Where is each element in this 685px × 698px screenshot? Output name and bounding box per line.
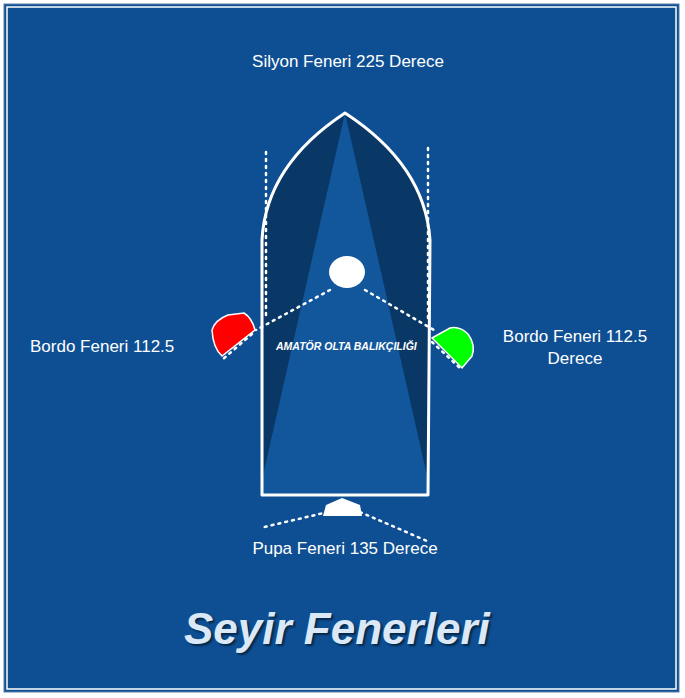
- boat-name: AMATÖR OLTA BALIKÇILIĞI: [276, 340, 417, 353]
- starboard-sector-shade: [345, 113, 430, 480]
- port-light-label: Bordo Feneri 112.5: [30, 336, 210, 358]
- masthead-light-label: Silyon Feneri 225 Derece: [248, 51, 448, 73]
- port-light: [212, 313, 255, 356]
- panel-frame: [7, 7, 676, 689]
- sector-lines: [222, 148, 462, 541]
- port-sector-shade: [262, 113, 345, 480]
- stern-light: [323, 498, 362, 516]
- hull-outline: [262, 113, 430, 495]
- starboard-light: [432, 328, 473, 368]
- diagram-title: Seyir Fenerleri: [184, 604, 490, 654]
- hull-fill: [262, 113, 430, 495]
- blue-panel: [4, 4, 679, 692]
- stern-light-label: Pupa Feneri 135 Derece: [245, 538, 445, 560]
- masthead-light: [329, 256, 365, 288]
- starboard-light-label: Bordo Feneri 112.5 Derece: [480, 326, 670, 370]
